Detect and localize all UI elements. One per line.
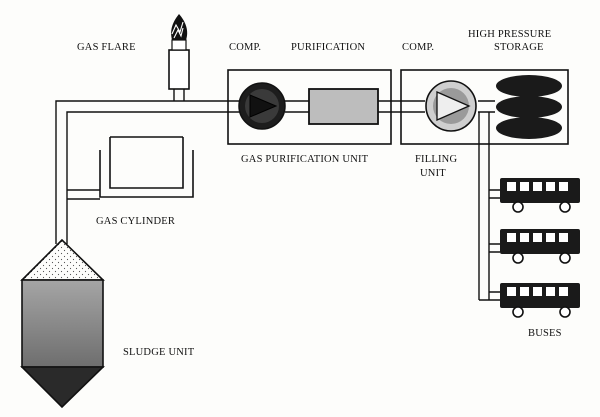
gas-purification-unit	[227, 69, 392, 145]
purification-chamber	[308, 88, 379, 125]
flame-icon	[171, 14, 188, 40]
label-comp-1: COMP.	[229, 42, 262, 53]
storage-tank-1	[496, 75, 562, 97]
pipe-to-storage	[478, 100, 495, 113]
label-sludge-unit: SLUDGE UNIT	[123, 347, 195, 358]
storage-tank-3	[496, 117, 562, 139]
pipe-bus-feed	[478, 112, 490, 300]
gas-cylinder	[99, 136, 194, 198]
bus-3	[500, 283, 580, 318]
filling-storage-unit	[400, 69, 569, 145]
bus-1	[500, 178, 580, 213]
label-purification: PURIFICATION	[291, 42, 366, 53]
pipe-flare-branch	[173, 88, 185, 101]
pipe-trunk	[55, 100, 240, 244]
label-storage: STORAGE	[494, 42, 544, 53]
label-buses: BUSES	[528, 328, 562, 339]
pipe-bus3	[479, 291, 500, 301]
bus-2	[500, 229, 580, 264]
label-gas-purification-unit: GAS PURIFICATION UNIT	[241, 154, 369, 165]
pipe-cylinder-branch	[67, 189, 100, 200]
storage-tank-2	[496, 96, 562, 118]
label-gas-cylinder: GAS CYLINDER	[96, 216, 176, 227]
gas-flare	[168, 14, 190, 90]
label-filling: FILLING	[415, 154, 458, 165]
sludge-unit	[20, 238, 105, 409]
label-comp-2: COMP.	[402, 42, 435, 53]
pipe-bus1	[489, 189, 500, 199]
label-gas-flare: GAS FLARE	[77, 42, 136, 53]
pipe-bus2	[489, 243, 500, 253]
label-high-pressure: HIGH PRESSURE	[468, 29, 552, 40]
label-filling-unit: UNIT	[420, 168, 446, 179]
